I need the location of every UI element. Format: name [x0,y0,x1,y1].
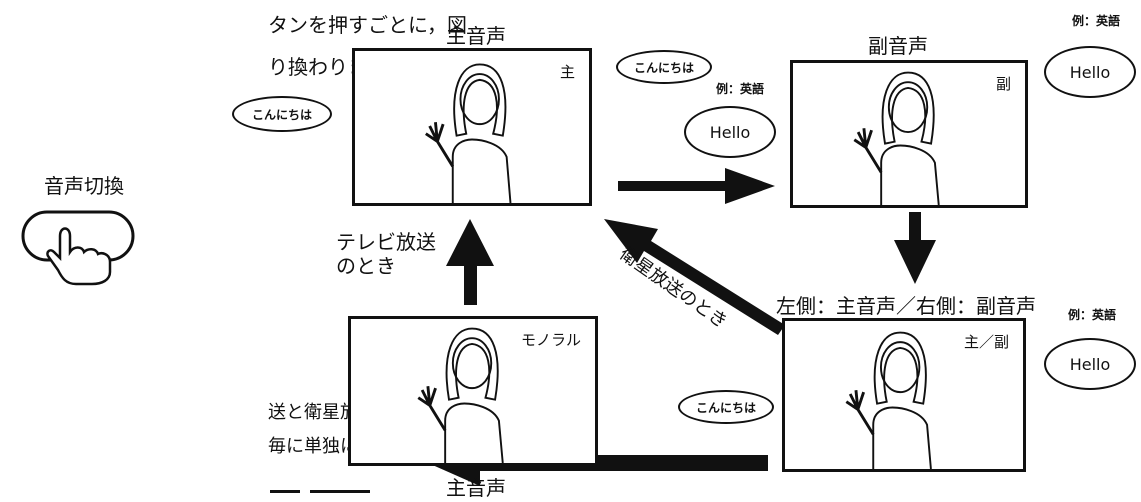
sub-screen-tag: 副 [995,75,1011,93]
sub-right-speech-bubble: Hello [1044,46,1136,98]
arrow-left-icon [428,440,768,486]
both-left-speech-bubble: こんにちは [678,390,774,424]
sub-audio-screen: 副 [790,60,1028,208]
both-screen-title: 左側：主音声／右側：副音声 [776,294,1036,318]
both-right-example-label: 例：英語 [1068,308,1117,322]
arrow-down-icon [894,212,936,284]
sub-left-example-label: 例：英語 [716,82,765,96]
woman-waving-icon [853,71,940,205]
sub-screen-title: 副音声 [868,34,928,58]
woman-waving-icon [845,331,932,469]
cropped-heading-fragment [270,484,390,502]
tv-broadcast-label-line1: テレビ放送 [336,230,436,254]
main-left-speech-bubble: こんにちは [232,96,332,132]
main-audio-screen: 主 [352,48,592,206]
tv-broadcast-label-line2: のとき [336,254,396,278]
woman-waving-icon [417,327,504,463]
woman-waving-icon [425,63,512,203]
arrow-right-icon [618,168,775,204]
sub-right-example-label: 例：英語 [1072,14,1121,28]
main-screen-tag: 主 [559,63,575,81]
both-screen-tag: 主／副 [963,333,1009,351]
both-right-speech-bubble: Hello [1044,338,1136,390]
pressing-hand-icon [21,210,135,286]
arrow-up-icon [446,219,494,305]
mono-screen-tag: モノラル [520,331,581,349]
mono-audio-screen: モノラル [348,316,598,466]
audio-switch-button[interactable] [20,206,160,286]
sub-left-speech-bubble: Hello [684,106,776,158]
arrow-diagonal-icon [604,219,785,335]
main-right-speech-bubble: こんにちは [616,50,712,84]
both-audio-screen: 主／副 [782,318,1026,472]
audio-switch-label: 音声切換 [44,174,124,198]
main-screen-title: 主音声 [446,24,506,48]
mono-screen-title: 主音声 [446,476,506,500]
intro-text-line1: タンを押すごとに，図 [268,13,467,37]
